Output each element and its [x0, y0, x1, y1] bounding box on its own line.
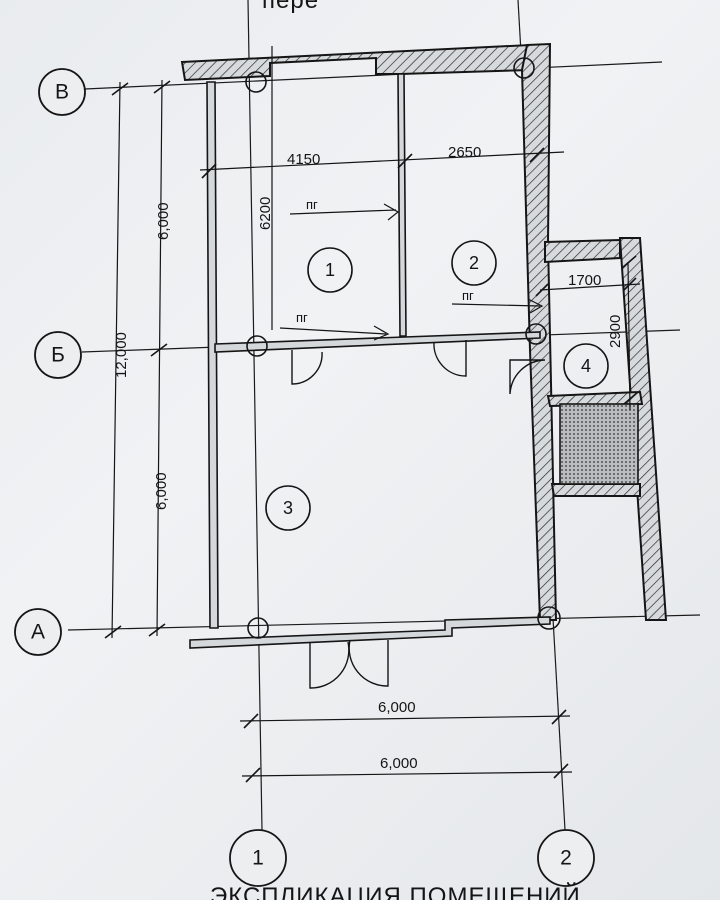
walls: [180, 42, 668, 649]
axis-bubble-v: [38, 68, 86, 116]
axis-bubbles: В Б А 1 2: [14, 68, 595, 887]
room-1-number: 1: [325, 260, 335, 280]
column-a2: [537, 606, 561, 630]
annex-dimensions: 1700 2900: [535, 255, 641, 411]
left-wall: [206, 81, 219, 629]
axis-line-v: [84, 61, 663, 90]
dim-room4-depth: 2900: [607, 315, 624, 348]
door-entrance-left: [309, 641, 350, 689]
room-4-number: 4: [581, 356, 591, 376]
dim-room1-depth: 6200: [257, 197, 274, 230]
room-2-number: 2: [469, 253, 479, 273]
door-room4: [509, 359, 546, 395]
dim-room2-width: 2650: [448, 144, 481, 161]
room-width-dimensions: 4150 2650 6200: [199, 46, 565, 330]
bottom-wall: [189, 616, 551, 649]
axis-line-a: [67, 614, 701, 631]
header-fragment: пере: [262, 0, 319, 14]
axis-bubble-1: [229, 829, 287, 887]
dim-bottom-span-2: 6,000: [380, 755, 418, 772]
axis-bubble-2: [537, 829, 595, 887]
room-2-marker: [451, 240, 497, 286]
axis-label-1: 1: [252, 847, 264, 870]
left-dimension-chain: 6,000 6,000 12,000: [104, 79, 172, 639]
room-3-number: 3: [283, 498, 293, 518]
doors: [291, 340, 546, 689]
opening-labels: пг пг пг: [279, 197, 544, 341]
column-v1: [245, 71, 267, 93]
dim-lower-span: 6,000: [153, 472, 170, 510]
column-b1: [246, 335, 268, 357]
column-b2: [525, 323, 547, 345]
partition-1-2: [397, 73, 407, 337]
top-wall: [180, 43, 531, 82]
room-4-marker: [563, 343, 609, 389]
middle-wall: [214, 331, 541, 353]
room-numbers: 1 2 3 4: [265, 240, 609, 531]
door-room3-left: [291, 350, 323, 385]
dim-upper-span: 6,000: [155, 202, 172, 240]
opening-label-2: пг: [296, 310, 308, 325]
axis-label-a: А: [31, 621, 45, 644]
column-a1: [247, 617, 269, 639]
axis-bubble-a: [14, 608, 62, 656]
annex-mid-wall: [546, 390, 644, 408]
axis-label-b: Б: [51, 344, 65, 367]
bottom-dimensions: 6,000 6,000: [239, 699, 573, 783]
door-room3-right: [433, 340, 467, 377]
door-entrance-right: [348, 639, 389, 687]
room-1-marker: [307, 247, 353, 293]
opening-label-3: пг: [462, 288, 474, 303]
room-3-marker: [265, 485, 311, 531]
dim-room4-width: 1700: [568, 272, 601, 289]
dim-total-span: 12,000: [113, 332, 130, 378]
dim-room1-width: 4150: [287, 151, 320, 168]
axis-bubble-b: [34, 331, 82, 379]
axis-line-1: [247, 0, 263, 831]
annex-low-wall: [550, 483, 641, 497]
axis-label-2: 2: [560, 847, 572, 870]
column-v2: [513, 57, 535, 79]
opening-label-1: пг: [306, 197, 318, 212]
columns: [245, 57, 561, 639]
dim-bottom-span-1: 6,000: [378, 699, 416, 716]
shaft-block: [559, 403, 639, 485]
axis-label-v: В: [55, 81, 69, 104]
annex-top-wall: [544, 238, 621, 264]
footer-caption: ЭКСПЛИКАЦИЯ ПОМЕЩЕНИЙ: [210, 882, 581, 900]
